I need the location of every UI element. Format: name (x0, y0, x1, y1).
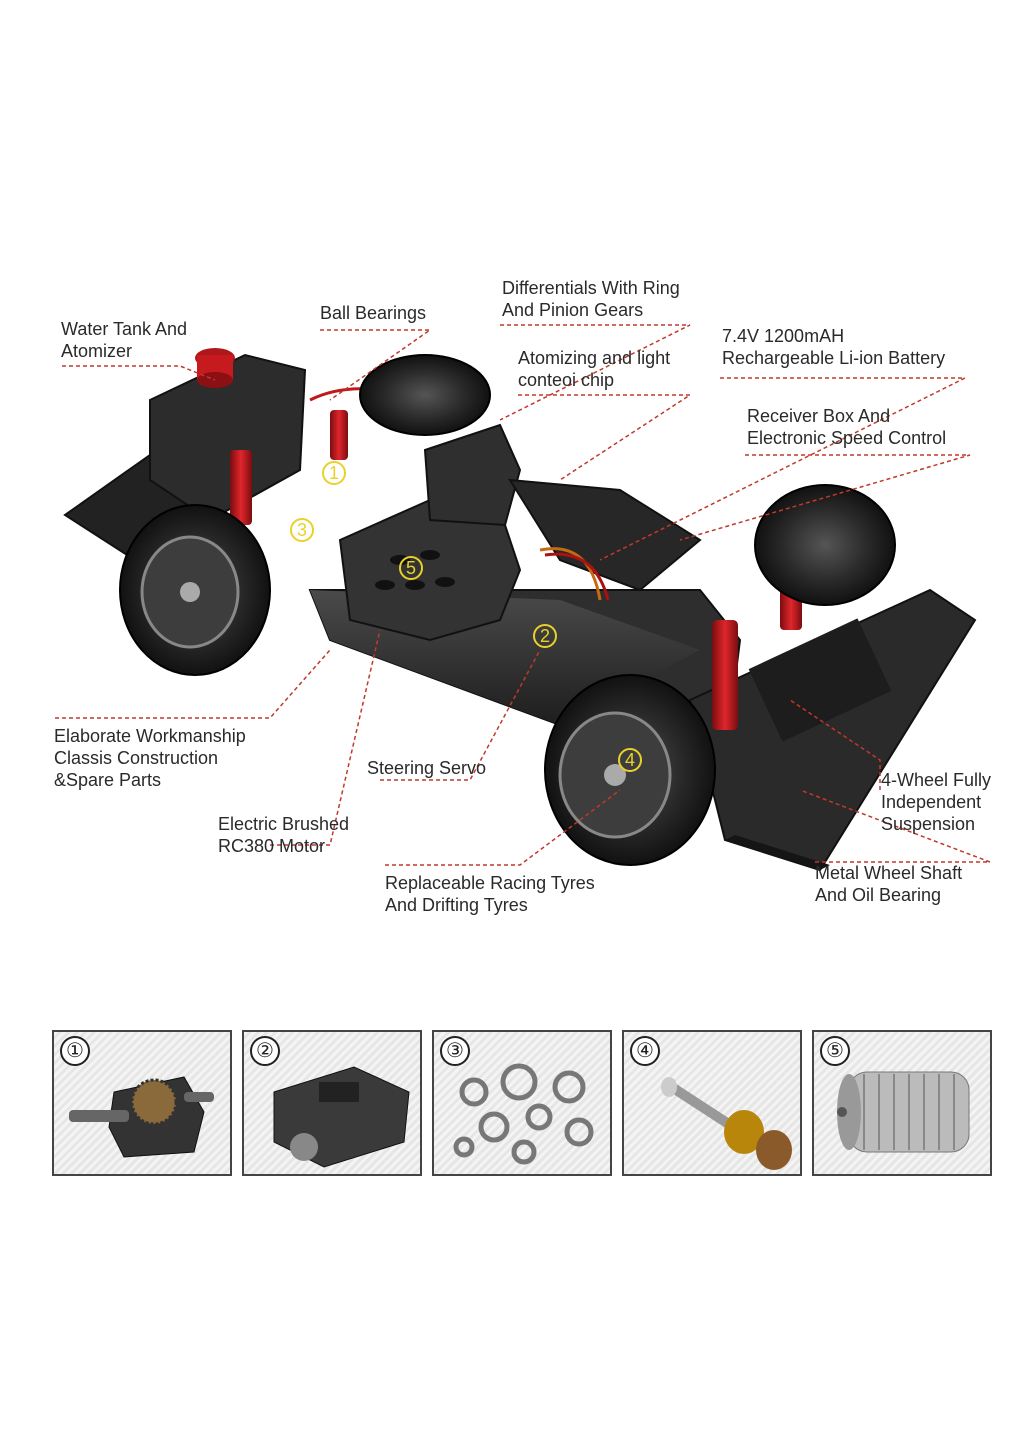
leader-lines (55, 324, 991, 866)
callout-line: Receiver Box And (747, 406, 891, 426)
callout-line: Metal Wheel Shaft (815, 863, 963, 883)
callout-workmanship: Elaborate Workmanship Classis Constructi… (54, 725, 246, 791)
thumbnail-differential: ① (52, 1030, 232, 1176)
callout-differentials: Differentials With Ring And Pinion Gears (502, 277, 680, 321)
receiver-box (423, 423, 702, 601)
thumbnail-number: ② (250, 1036, 280, 1066)
callout-line: And Pinion Gears (502, 300, 644, 320)
marker-5: 5 (399, 556, 423, 580)
differential-gearbox-icon (69, 1076, 214, 1158)
callout-receiver: Receiver Box And Electronic Speed Contro… (747, 405, 946, 449)
callout-ball-bearings: Ball Bearings (320, 302, 426, 324)
marker-3: 3 (290, 518, 314, 542)
callout-line: RC380 Motor (218, 836, 326, 856)
callout-line: And Drifting Tyres (385, 895, 528, 915)
callout-suspension: 4-Wheel Fully Independent Suspension (881, 769, 991, 835)
callout-line: Atomizer (61, 341, 133, 361)
callout-line: 7.4V 1200mAH (722, 326, 845, 346)
callout-line: Steering Servo (367, 758, 487, 778)
callout-line: Independent (881, 792, 982, 812)
callout-line: Elaborate Workmanship (54, 726, 246, 746)
front-right-wheel (754, 484, 896, 606)
svg-text:5: 5 (406, 558, 416, 578)
callout-line: Atomizing and light (518, 348, 671, 368)
svg-text:2: 2 (540, 626, 550, 646)
svg-text:3: 3 (297, 520, 307, 540)
rear-right-wheel (359, 354, 491, 436)
callout-line: Electric Brushed (218, 814, 350, 834)
callout-wheel-shaft: Metal Wheel Shaft And Oil Bearing (815, 862, 962, 906)
front-bumper (688, 588, 977, 872)
wheel-shaft-icon (661, 1077, 792, 1170)
steering-servo-icon (273, 1066, 410, 1168)
svg-text:4: 4 (625, 750, 635, 770)
callout-water-tank: Water Tank And Atomizer (61, 318, 187, 362)
thumbnail-servo: ② (242, 1030, 422, 1176)
thumbnail-wheel-shaft: ④ (622, 1030, 802, 1176)
thumbnail-number: ④ (630, 1036, 660, 1066)
thumbnail-number: ① (60, 1036, 90, 1066)
callout-line: conteoi chip (518, 370, 615, 390)
thumbnail-number: ③ (440, 1036, 470, 1066)
marker-1: 1 (322, 461, 346, 485)
callout-line: Rechargeable Li-ion Battery (722, 348, 946, 368)
callout-battery: 7.4V 1200mAH Rechargeable Li-ion Battery (722, 325, 945, 369)
callout-atomizing-chip: Atomizing and light conteoi chip (518, 347, 670, 391)
callout-line: And Oil Bearing (815, 885, 942, 905)
thumbnail-number: ⑤ (820, 1036, 850, 1066)
callout-line: 4-Wheel Fully (881, 770, 992, 790)
callout-line: Water Tank And (61, 319, 188, 339)
ball-bearings-icon (453, 1063, 594, 1165)
water-tank (149, 348, 307, 522)
callout-tyres: Replaceable Racing Tyres And Drifting Ty… (385, 872, 595, 916)
marker-4: 4 (618, 748, 642, 772)
callout-line: Suspension (881, 814, 976, 834)
callout-steering: Steering Servo (367, 757, 486, 779)
callout-line: Ball Bearings (320, 303, 427, 323)
callout-line: Replaceable Racing Tyres (385, 873, 595, 893)
svg-text:1: 1 (329, 463, 339, 483)
rear-shock (230, 410, 348, 525)
callout-motor: Electric Brushed RC380 Motor (218, 813, 349, 857)
rear-left-wheel (119, 504, 271, 676)
callout-line: Classis Construction (54, 748, 219, 768)
thumbnail-bearings: ③ (432, 1030, 612, 1176)
thumbnail-motor: ⑤ (812, 1030, 992, 1176)
brushed-motor-icon (837, 1071, 970, 1153)
callout-line: &Spare Parts (54, 770, 162, 790)
motor-cover (338, 498, 522, 642)
marker-2: 2 (533, 624, 557, 648)
callout-line: Electronic Speed Control (747, 428, 947, 448)
callout-line: Differentials With Ring (502, 278, 680, 298)
